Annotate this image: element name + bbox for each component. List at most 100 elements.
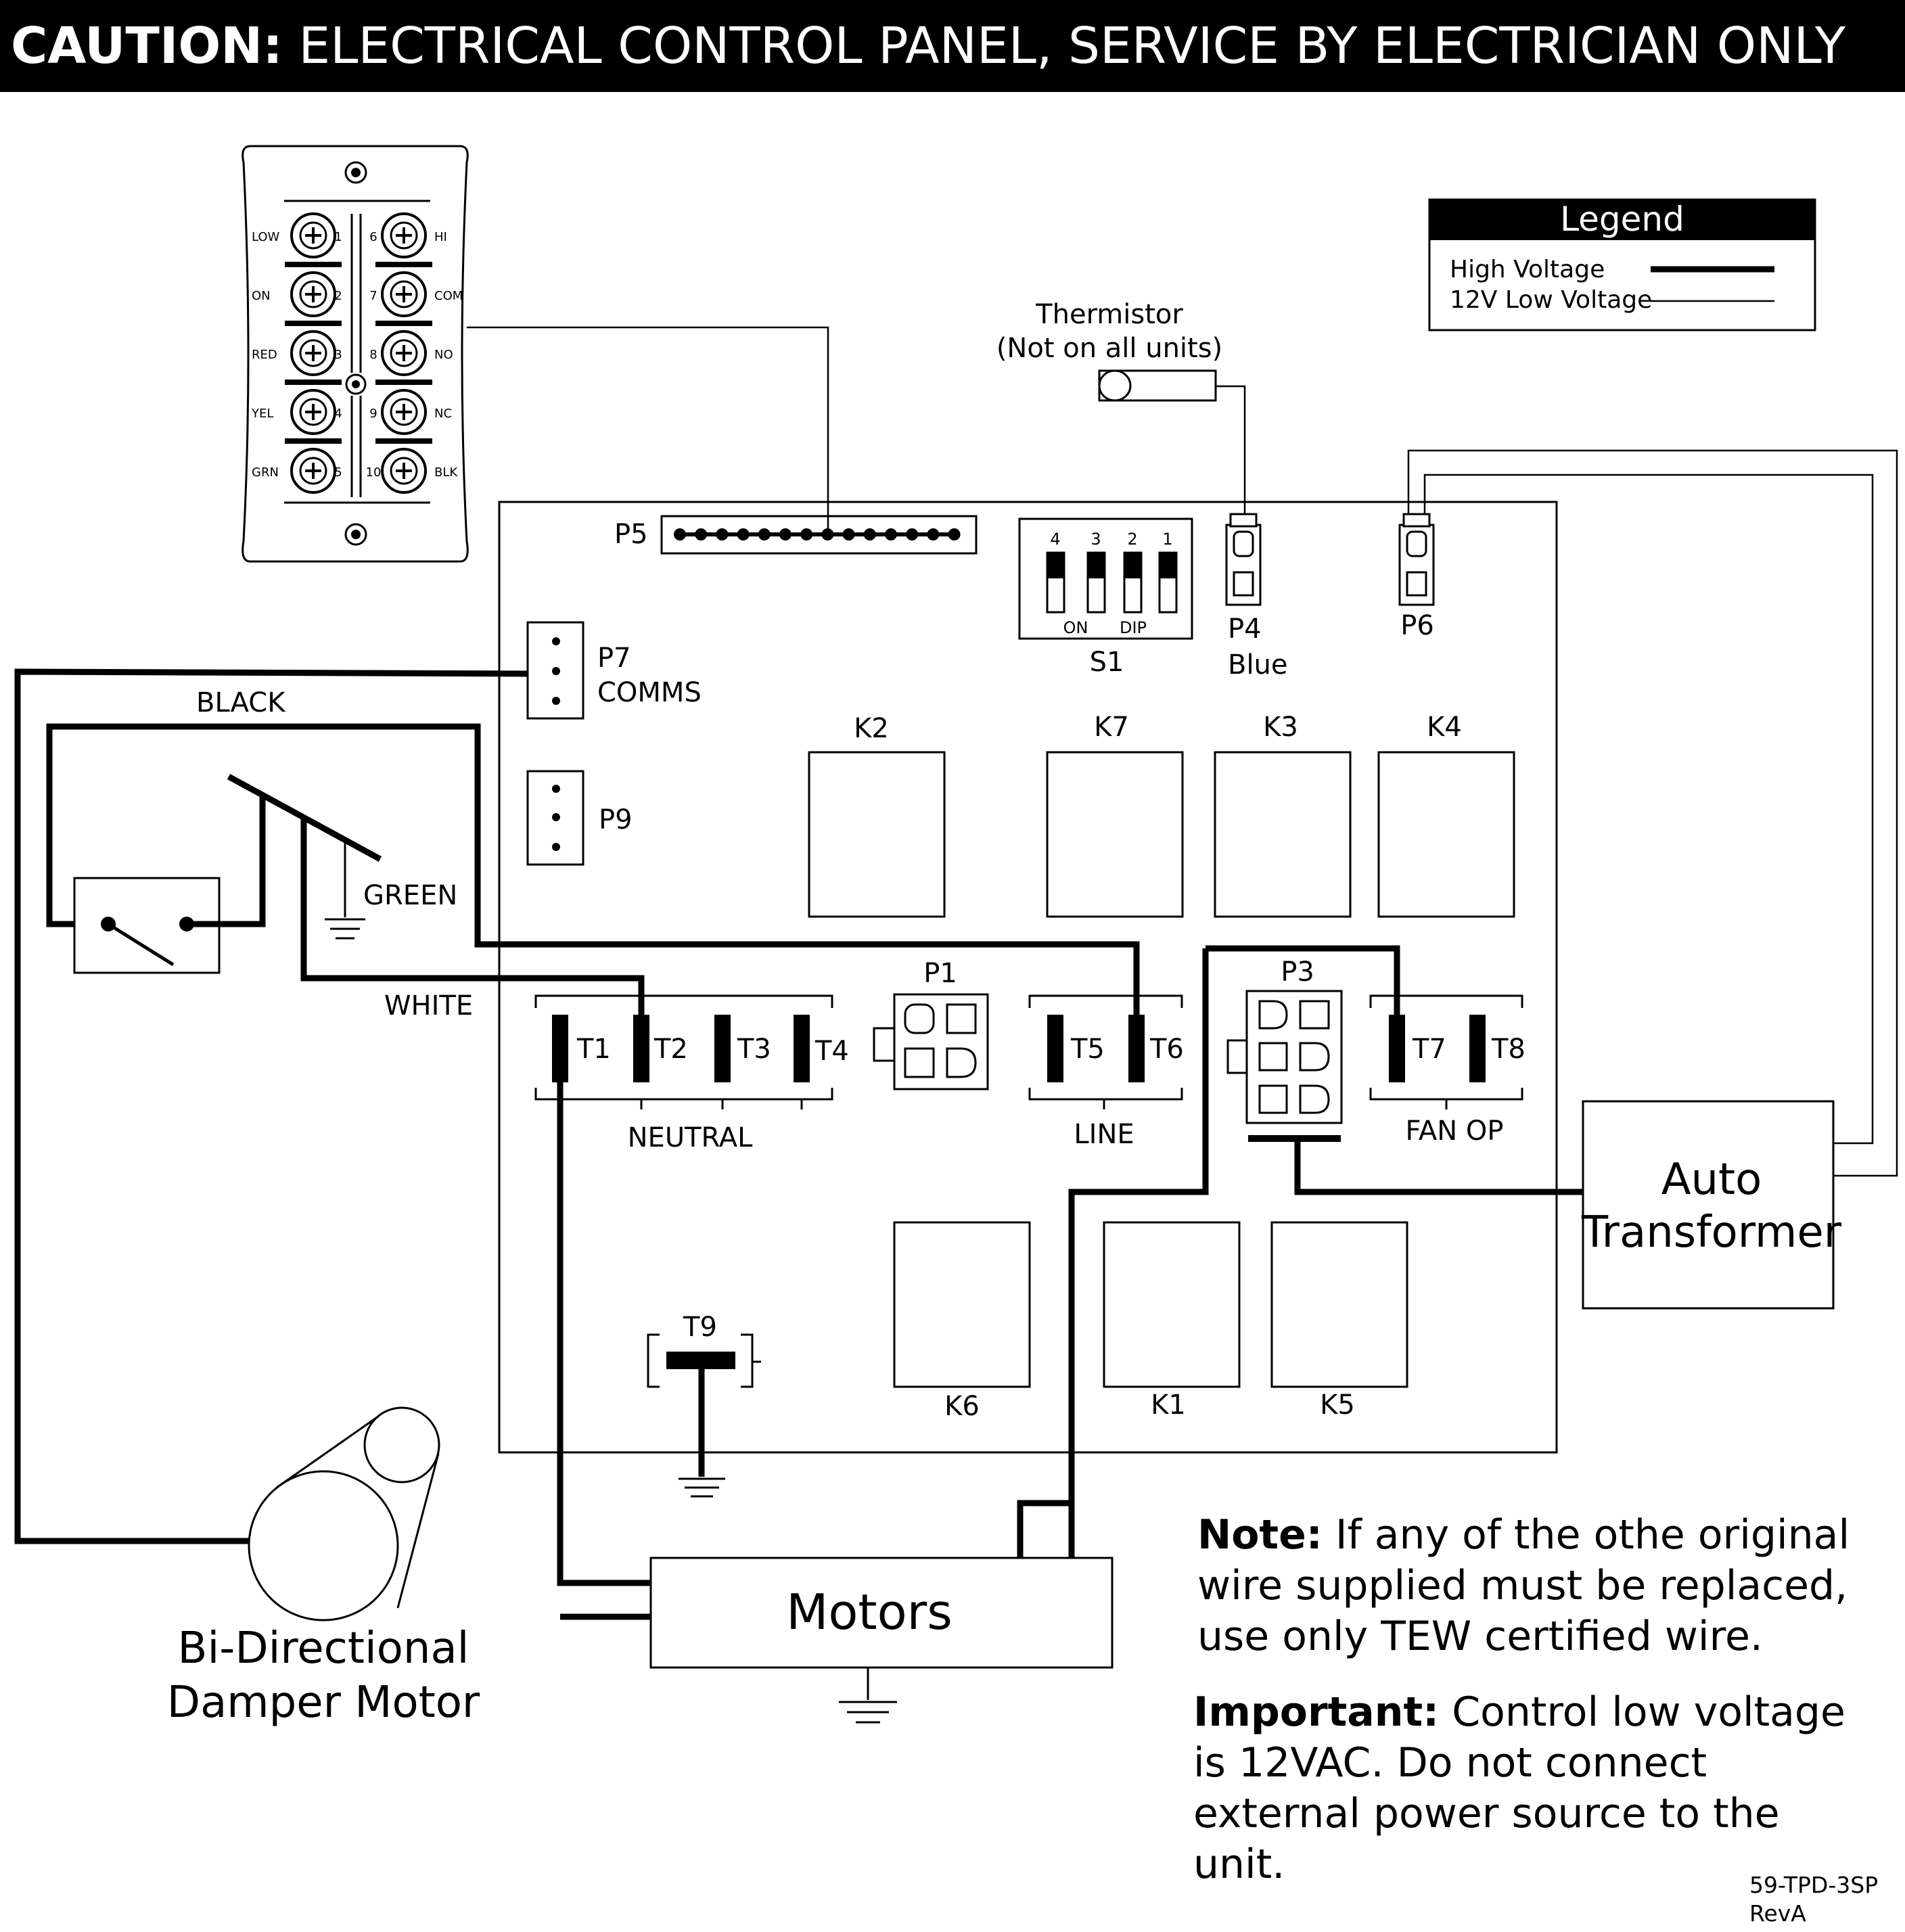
important-label: Important: [1193, 1688, 1440, 1736]
thermistor-label: Thermistor [1035, 299, 1183, 330]
connector-p1: P1 [873, 958, 989, 1090]
terminal-label-5: GRN [252, 465, 279, 480]
p5-pin [716, 528, 729, 540]
terminal-screw-8 [375, 330, 432, 385]
terminal-number-8: 8 [369, 348, 377, 362]
terminal-number-2: 2 [334, 289, 342, 303]
terminal-t9: T9 [647, 1312, 761, 1498]
p3-fan-op-wire [1206, 945, 1400, 1015]
p5-pin [779, 528, 791, 540]
green-wire-label: GREEN [363, 880, 457, 911]
terminal-t8: T8 [1469, 1015, 1525, 1082]
relay-k7: K7 [1046, 712, 1184, 918]
p5-pin [927, 528, 940, 540]
terminal-t7: T7 [1389, 1015, 1446, 1082]
auto-transformer: Auto Transformer [1581, 1100, 1842, 1310]
comms-wire [14, 668, 528, 1544]
t1-label: T1 [576, 1034, 611, 1065]
p5-pin [695, 528, 708, 540]
k6-label: K6 [944, 1391, 980, 1422]
terminal-label-7: COM [434, 289, 463, 303]
black-wire-label: BLACK [196, 687, 286, 718]
door-switch [73, 877, 221, 974]
terminal-t4: T4 [794, 1015, 849, 1082]
connector-p7: P7 COMMS [526, 621, 702, 720]
legend-high-voltage: High Voltage [1450, 256, 1605, 283]
dip-switch-1: 1 [1158, 530, 1178, 614]
dip-switch-3: 3 [1086, 530, 1106, 614]
terminal-screw-6 [375, 212, 432, 267]
damper-label-line2: Damper Motor [167, 1678, 480, 1728]
terminal-screw-2 [285, 271, 342, 326]
dip-number-4: 4 [1050, 530, 1060, 549]
t3-label: T3 [737, 1034, 771, 1065]
terminal-screw-9 [375, 389, 432, 444]
terminal-screw-7 [375, 271, 432, 326]
legend: Legend High Voltage 12V Low Voltage [1428, 198, 1816, 331]
connector-p6: P6 [1398, 513, 1435, 641]
p4-sublabel: Blue [1228, 649, 1288, 681]
terminal-screw-5 [290, 448, 336, 494]
connector-p5: P5 [614, 515, 978, 555]
note-body: If any of the othe original wire supplie… [1197, 1511, 1850, 1660]
terminal-label-6: HI [434, 230, 447, 244]
black-wire [46, 723, 1140, 1015]
connector-p9: P9 [526, 770, 633, 866]
k2-label: K2 [854, 713, 889, 744]
auto-transformer-label-line2: Transformer [1581, 1208, 1842, 1258]
k1-label: K1 [1151, 1389, 1186, 1421]
revision: RevA [1749, 1900, 1806, 1927]
p5-pin [948, 528, 961, 540]
note-text: Note: If any of the othe original wire s… [1197, 1510, 1874, 1662]
terminal-number-6: 6 [369, 230, 377, 244]
transformer-p6-wire-outer [1407, 449, 1898, 1177]
terminal-label-2: ON [252, 289, 271, 303]
legend-header [1429, 200, 1815, 240]
p3-label: P3 [1281, 957, 1314, 988]
terminal-label-1: LOW [252, 230, 280, 244]
p5-pin [863, 528, 876, 540]
k4-label: K4 [1427, 712, 1462, 743]
terminal-number-5: 5 [334, 465, 342, 480]
terminal-label-4: YEL [251, 407, 273, 421]
thermistor-wire [1216, 385, 1246, 514]
fan-op-terminal-group: FAN OP [1369, 994, 1523, 1147]
switch-link-wire [187, 795, 266, 927]
low-voltage-wiring [467, 326, 1898, 1177]
terminal-screw-1 [285, 212, 342, 267]
white-wire-label: WHITE [384, 990, 473, 1021]
terminal-number-3: 3 [334, 348, 342, 362]
auto-transformer-label-line1: Auto [1661, 1155, 1762, 1205]
t6-label: T6 [1149, 1034, 1184, 1065]
transformer-p6-wire-inner [1423, 474, 1874, 1145]
relay-k5: K5 [1270, 1221, 1408, 1421]
fan-op-label: FAN OP [1406, 1116, 1504, 1147]
k5-label: K5 [1320, 1389, 1355, 1421]
t7-label: T7 [1412, 1034, 1446, 1065]
caution-banner: CAUTION: ELECTRICAL CONTROL PANEL, SERVI… [0, 0, 1905, 92]
dip-number-3: 3 [1091, 530, 1101, 549]
terminal-number-10: 10 [366, 465, 382, 480]
dip-on-label: ON [1063, 618, 1088, 637]
terminal-number-1: 1 [334, 230, 342, 244]
dip-switch-2: 2 [1123, 530, 1143, 614]
p1-label: P1 [923, 958, 957, 989]
s1-label: S1 [1090, 647, 1124, 678]
motors-box: Motors [649, 1557, 1114, 1724]
p5-pin [842, 528, 855, 540]
motors-label: Motors [786, 1584, 952, 1640]
terminal-t3: T3 [714, 1015, 771, 1082]
p5-terminal-block-wire [467, 326, 829, 534]
dip-dip-label: DIP [1120, 618, 1147, 637]
t5-label: T5 [1070, 1034, 1105, 1065]
terminal-t5: T5 [1047, 1015, 1105, 1082]
p3-transformer-wire [1294, 1138, 1583, 1195]
neutral-terminal-group: NEUTRAL [534, 994, 833, 1153]
line-terminal-group: LINE [1028, 994, 1183, 1150]
relay-k1: K1 [1103, 1221, 1241, 1421]
p5-pin [800, 528, 813, 540]
legend-title: Legend [1560, 200, 1684, 239]
k3-label: K3 [1263, 712, 1298, 743]
terminal-label-8: NO [434, 348, 453, 362]
